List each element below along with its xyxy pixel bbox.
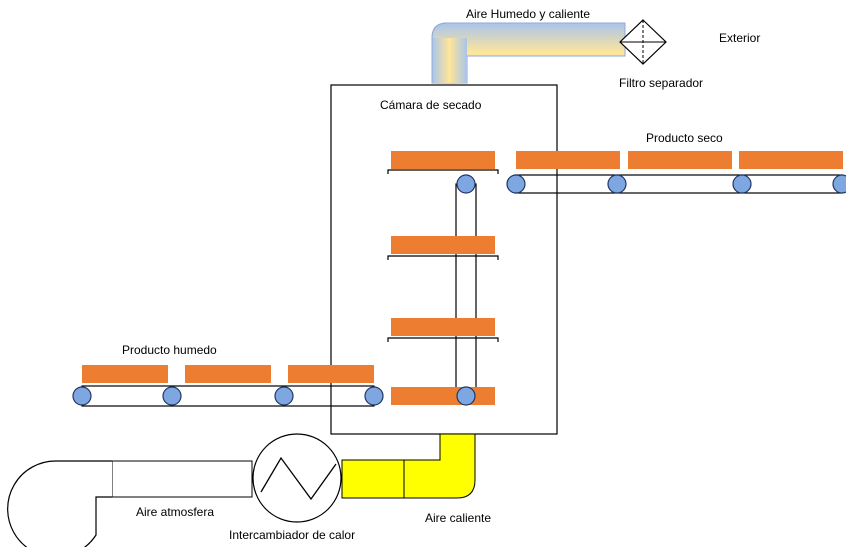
hot-air-label: Aire caliente bbox=[425, 511, 491, 525]
wet-product-block bbox=[185, 365, 271, 383]
atmospheric-air-duct bbox=[111, 460, 253, 498]
roller bbox=[72, 386, 92, 406]
chamber-tray bbox=[387, 236, 499, 260]
chamber-label: Cámara de secado bbox=[380, 98, 482, 112]
wet-product-label: Producto humedo bbox=[122, 343, 217, 357]
roller bbox=[832, 174, 846, 194]
roller bbox=[732, 174, 752, 194]
wet-product-block bbox=[288, 365, 374, 383]
wet-product-belt bbox=[81, 385, 375, 407]
chamber-product-block bbox=[391, 387, 495, 405]
heat-exchanger-icon bbox=[252, 433, 342, 523]
chamber-tray bbox=[387, 151, 499, 174]
blower-fan-icon bbox=[7, 460, 112, 547]
exterior-label: Exterior bbox=[719, 31, 760, 45]
roller bbox=[506, 174, 526, 194]
dry-product-belt bbox=[514, 174, 843, 194]
dry-product-block bbox=[628, 151, 732, 169]
hot-air-duct bbox=[341, 433, 476, 499]
dry-product-block bbox=[739, 151, 843, 169]
heat-exchanger-label: Intercambiador de calor bbox=[229, 528, 355, 542]
wet-product-block bbox=[82, 365, 168, 383]
roller bbox=[364, 386, 384, 406]
dry-product-block bbox=[516, 151, 620, 169]
humid-air-label: Aire Humedo y caliente bbox=[466, 7, 590, 21]
roller bbox=[274, 386, 294, 406]
atmospheric-air-label: Aire atmosfera bbox=[136, 505, 214, 519]
roller bbox=[162, 386, 182, 406]
roller bbox=[607, 174, 627, 194]
chamber-tray bbox=[387, 318, 499, 342]
humid-air-duct bbox=[431, 22, 626, 84]
vertical-conveyor-belt bbox=[455, 183, 477, 397]
filter-separator-icon bbox=[619, 19, 667, 65]
roller bbox=[456, 386, 476, 406]
roller bbox=[456, 174, 476, 194]
filter-label: Filtro separador bbox=[619, 76, 703, 90]
dry-product-label: Producto seco bbox=[646, 131, 723, 145]
